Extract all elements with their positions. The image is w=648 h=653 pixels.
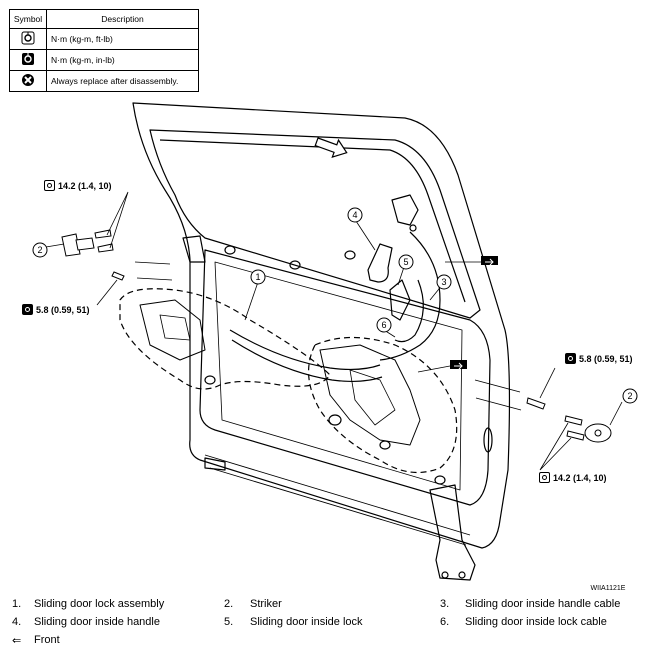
torque-label-right-upper: 5.8 (0.59, 51)	[565, 353, 633, 364]
door-panel-outline	[132, 102, 511, 549]
torque-label-right-lower: 14.2 (1.4, 10)	[539, 472, 607, 483]
parts-label-6: Sliding door inside lock cable	[465, 616, 607, 628]
striker-left	[61, 233, 95, 257]
torque-wrench-dark-icon	[565, 353, 576, 364]
torque-wrench-dark-icon	[22, 304, 33, 315]
torque-value: 14.2 (1.4, 10)	[58, 180, 112, 191]
front-arrow-icon: ⇐	[12, 635, 22, 647]
callout-1: 1	[255, 272, 260, 282]
callout-4: 4	[352, 210, 357, 220]
callout-5: 5	[403, 257, 408, 267]
inner-panel	[199, 249, 491, 506]
inside-handle	[367, 243, 393, 283]
lock-assembly	[319, 344, 421, 446]
torque-label-top-left: 14.2 (1.4, 10)	[44, 180, 112, 191]
dashed-outline-left	[119, 288, 331, 390]
torque-value: 14.2 (1.4, 10)	[553, 472, 607, 483]
symbol-legend: Symbol Description N·m (kg-m, ft-lb) N·m…	[9, 9, 199, 92]
torque-wrench-icon	[539, 472, 550, 483]
callout-2-right: 2	[627, 391, 632, 401]
torque-wrench-icon	[9, 28, 47, 50]
front-label: Front	[34, 634, 60, 646]
upper-roller	[391, 194, 419, 226]
parts-num-6: 6.	[440, 616, 450, 628]
remote-control-unit	[139, 299, 206, 361]
callout-3: 3	[441, 277, 446, 287]
replace-flag-icon	[450, 360, 467, 370]
striker-right	[584, 423, 612, 443]
torque-wrench-dark-icon	[9, 49, 47, 71]
figure-code: WIIA1121E	[591, 585, 626, 592]
lower-hinge	[429, 484, 476, 581]
parts-num-4: 4.	[12, 616, 22, 628]
parts-num-5: 5.	[224, 616, 234, 628]
sliding-door-diagram: 1 2 2 3 4 5 6 WIIA1121E	[32, 102, 638, 592]
replace-x-icon	[9, 70, 47, 92]
bolt-left	[94, 229, 125, 281]
torque-value: 5.8 (0.59, 51)	[36, 304, 90, 315]
legend-desc-3: Always replace after disassembly.	[46, 70, 199, 92]
parts-num-3: 3.	[440, 598, 450, 610]
parts-label-3: Sliding door inside handle cable	[465, 598, 621, 610]
callout-6: 6	[381, 320, 386, 330]
parts-label-2: Striker	[250, 598, 282, 610]
parts-num-2: 2.	[224, 598, 234, 610]
parts-label-5: Sliding door inside lock	[250, 616, 363, 628]
parts-num-1: 1.	[12, 598, 22, 610]
front-arrow-icon	[314, 137, 348, 158]
replace-flag-icon	[481, 256, 498, 266]
bolt-right	[526, 397, 585, 441]
inside-lock-cable	[394, 279, 424, 343]
callout-2-left: 2	[37, 245, 42, 255]
inside-handle-cable	[379, 231, 441, 361]
parts-label-1: Sliding door lock assembly	[34, 598, 165, 610]
parts-label-4: Sliding door inside handle	[34, 616, 160, 628]
torque-value: 5.8 (0.59, 51)	[579, 353, 633, 364]
window-frame	[149, 129, 481, 319]
torque-wrench-icon	[44, 180, 55, 191]
dashed-outline-lock	[307, 336, 458, 474]
torque-label-mid-left: 5.8 (0.59, 51)	[22, 304, 90, 315]
